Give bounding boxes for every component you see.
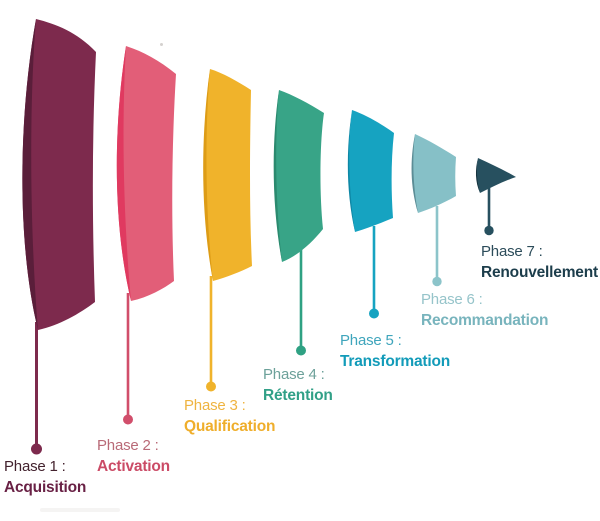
phase-name: Acquisition xyxy=(4,479,87,496)
phase-label-5: Phase 5 : Transformation xyxy=(340,330,450,372)
funnel-segment-edge-phase4 xyxy=(273,90,282,262)
phase-number: Phase 1 : xyxy=(4,458,66,475)
phase-name: Transformation xyxy=(340,353,451,370)
phase-number: Phase 5 : xyxy=(340,332,402,349)
phase-name: Rétention xyxy=(263,387,333,404)
connector-dot-phase1 xyxy=(31,443,42,455)
funnel-segment-phase4 xyxy=(274,90,324,262)
funnel-segment-edge-phase2 xyxy=(116,46,131,301)
connector-dot-phase3 xyxy=(206,381,216,392)
funnel-segment-edge-phase5 xyxy=(347,110,355,232)
phase-number: Phase 3 : xyxy=(184,397,246,414)
phase-number: Phase 7 : xyxy=(481,243,543,260)
funnel-segment-edge-phase3 xyxy=(203,69,213,281)
phase-number: Phase 2 : xyxy=(97,437,159,454)
funnel-segment-phase3 xyxy=(203,69,252,281)
phase-name: Renouvellement xyxy=(481,264,598,281)
artifact-smudge xyxy=(40,508,120,512)
phase-number: Phase 4 : xyxy=(263,366,325,383)
connector-dot-phase2 xyxy=(123,414,133,425)
phase-label-6: Phase 6 : Recommandation xyxy=(421,289,548,331)
artifact-speck xyxy=(160,43,163,46)
connector-dot-phase6 xyxy=(432,276,442,287)
phase-label-3: Phase 3 : Qualification xyxy=(184,395,275,437)
phase-label-2: Phase 2 : Activation xyxy=(97,435,170,477)
funnel-segment-phase1 xyxy=(22,19,96,330)
phase-name: Activation xyxy=(97,458,170,475)
phase-name: Qualification xyxy=(184,418,276,435)
phase-name: Recommandation xyxy=(421,312,549,329)
phase-number: Phase 6 : xyxy=(421,291,483,308)
funnel-segment-edge-phase6 xyxy=(411,134,418,213)
connector-dot-phase7 xyxy=(484,225,494,236)
funnel-segment-edge-phase1 xyxy=(22,19,38,330)
funnel-segment-phase2 xyxy=(116,46,176,301)
funnel-segment-phase7 xyxy=(476,158,516,193)
funnel-segment-phase6 xyxy=(412,134,456,213)
funnel-segment-phase5 xyxy=(348,110,394,232)
phase-label-7: Phase 7 : Renouvellement xyxy=(481,241,598,283)
phase-label-4: Phase 4 : Rétention xyxy=(263,364,333,406)
funnel-segment-edge-phase7 xyxy=(475,158,480,193)
connector-dot-phase5 xyxy=(369,308,379,319)
connector-dot-phase4 xyxy=(296,345,306,356)
phase-label-1: Phase 1 : Acquisition xyxy=(4,456,86,498)
